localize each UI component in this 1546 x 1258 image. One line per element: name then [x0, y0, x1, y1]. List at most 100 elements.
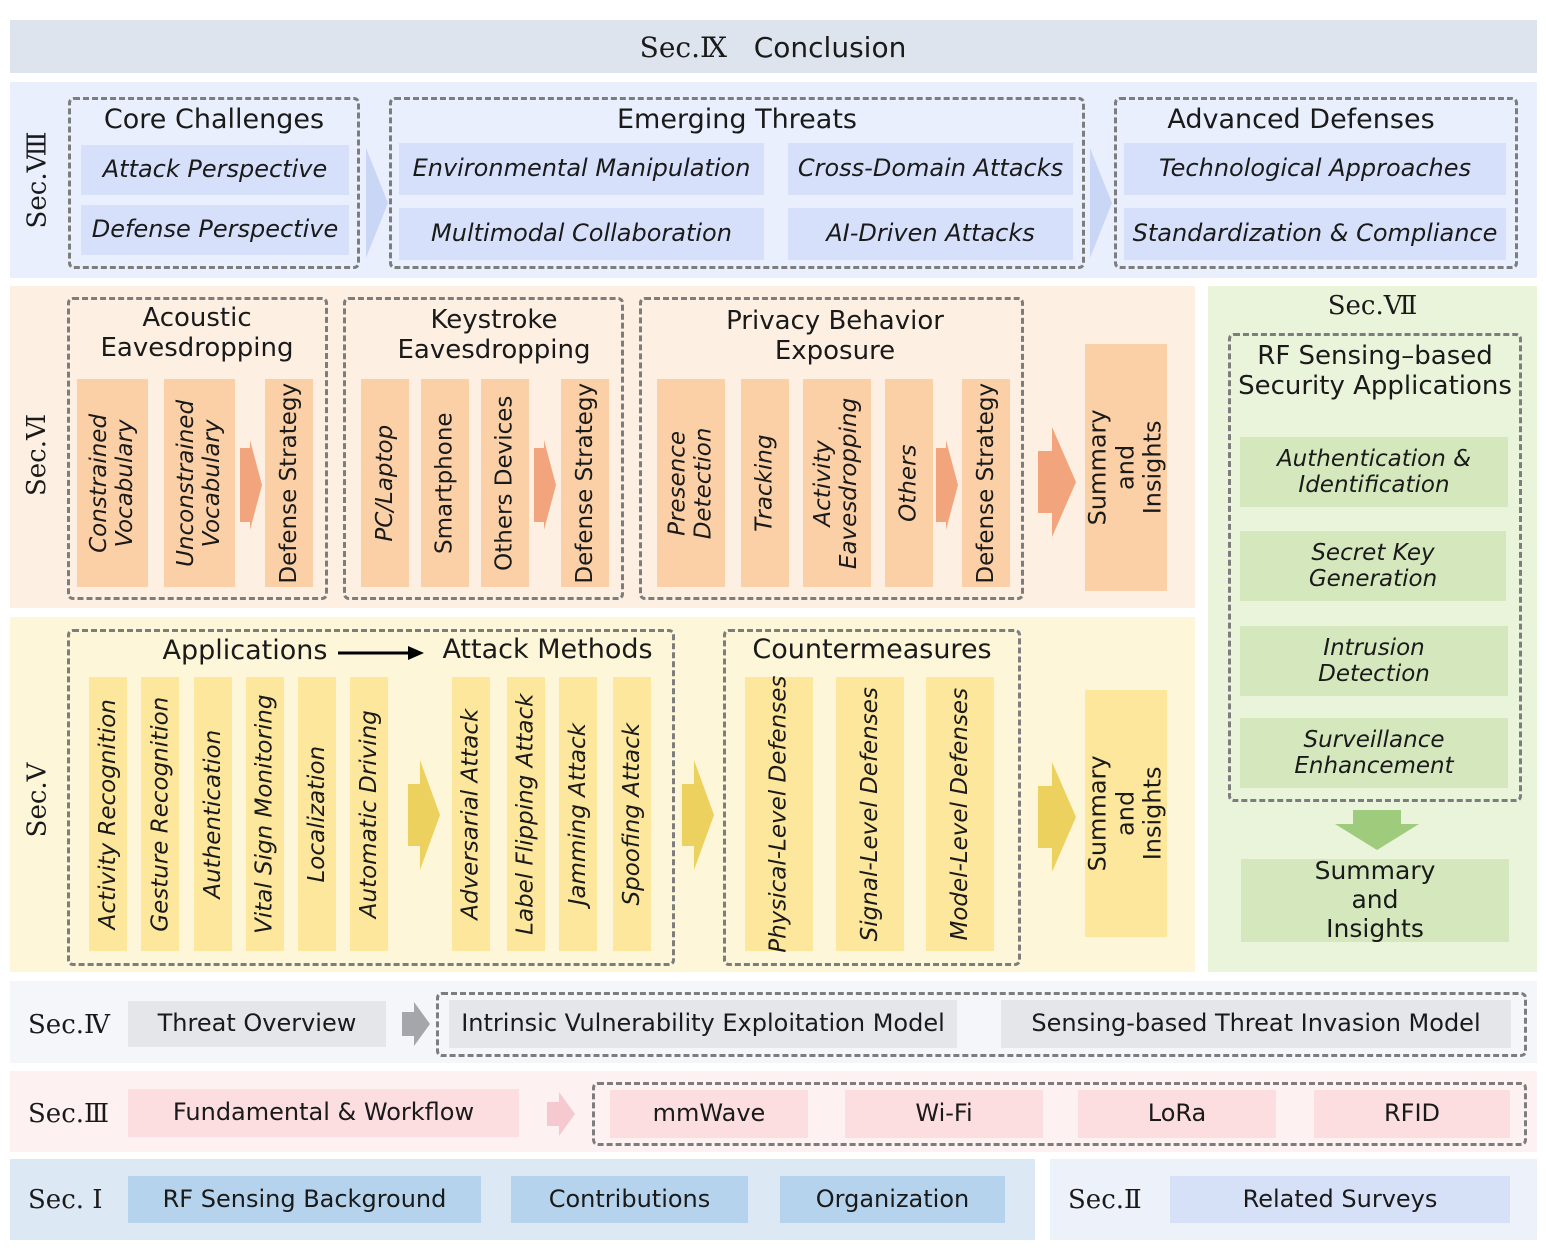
physical-level-defenses-box: Physical-Level Defenses: [745, 675, 813, 953]
automatic-driving-box: Automatic Driving: [350, 677, 388, 951]
right-arrow-icon: [338, 646, 424, 660]
sec9-label-text: Sec.Ⅸ: [639, 31, 728, 64]
sec5-summary-box: Summary and Insights: [1083, 690, 1167, 937]
authentication-text: Authentication: [199, 729, 226, 899]
sec6-label: Sec.Ⅵ: [14, 380, 62, 530]
sec6-summary-box: Summary and Insights: [1083, 344, 1167, 591]
down-arrow-icon: [1335, 810, 1419, 850]
jamming-attack-box: Jamming Attack: [559, 677, 597, 951]
related-surveys-box: Related Surveys: [1170, 1176, 1510, 1223]
acoustic-eavesdropping-group: [67, 297, 328, 600]
sec1-label: Sec. Ⅰ: [28, 1185, 103, 1215]
adversarial-attack-text: Adversarial Attack: [457, 708, 484, 920]
localization-box: Localization: [298, 677, 336, 951]
emerging-threats-group: [389, 97, 1085, 269]
sec7-label: Sec.Ⅶ: [1327, 291, 1418, 321]
model-level-defenses-box: Model-Level Defenses: [926, 677, 994, 951]
activity-eavesdropping-box: Activity Eavesdropping: [803, 379, 871, 587]
sec2-label: Sec.Ⅱ: [1068, 1185, 1142, 1215]
cross-domain-attacks-box: Cross-Domain Attacks: [788, 143, 1073, 195]
right-arrow-icon: [682, 760, 714, 870]
advanced-defenses-group: [1114, 97, 1518, 269]
gesture-recognition-box: Gesture Recognition: [141, 677, 179, 951]
authentication-identification-box: Authentication & Identification: [1240, 437, 1508, 507]
signal-level-defenses-text: Signal-Level Defenses: [856, 686, 883, 942]
label-flipping-attack-text: Label Flipping Attack: [512, 693, 539, 935]
label-flipping-attack-box: Label Flipping Attack: [507, 677, 545, 951]
sec8-label-text: Sec.Ⅷ: [22, 131, 53, 229]
sec7-summary-box: Summary and Insights: [1241, 857, 1509, 943]
sec3-label: Sec.Ⅲ: [28, 1099, 110, 1129]
pc-laptop-box: PC/Laptop: [361, 379, 409, 587]
right-arrow-icon: [366, 148, 388, 258]
others-devices-box: Others Devices: [481, 379, 529, 587]
activity-eavesdropping-text: Activity Eavesdropping: [810, 397, 864, 569]
keystroke-eavesdropping-title: Keystroke Eavesdropping: [397, 305, 591, 365]
wifi-box: Wi-Fi: [845, 1090, 1043, 1138]
keystroke-defense-strategy-text: Defense Strategy: [571, 382, 598, 584]
advanced-defenses-title: Advanced Defenses: [1167, 104, 1435, 135]
smartphone-text: Smartphone: [431, 412, 458, 554]
rfid-box: RFID: [1314, 1090, 1510, 1138]
sec5-summary-text: Summary and Insights: [1083, 755, 1167, 872]
activity-recognition-box: Activity Recognition: [89, 677, 127, 951]
spoofing-attack-box: Spoofing Attack: [613, 677, 651, 951]
vital-sign-monitoring-text: Vital Sign Monitoring: [251, 694, 278, 934]
constrained-vocabulary-box: Constrained Vocabulary: [77, 379, 148, 587]
sec5-label-text: Sec.Ⅴ: [22, 762, 53, 838]
adversarial-attack-box: Adversarial Attack: [452, 677, 490, 951]
lora-box: LoRa: [1078, 1090, 1276, 1138]
countermeasures-title: Countermeasures: [752, 634, 992, 665]
physical-level-defenses-text: Physical-Level Defenses: [765, 675, 792, 953]
right-arrow-icon: [534, 440, 556, 530]
environmental-manipulation-box: Environmental Manipulation: [399, 143, 764, 195]
attack-perspective-box: Attack Perspective: [81, 145, 349, 195]
sec6-summary-text: Summary and Insights: [1083, 409, 1167, 526]
organization-box: Organization: [780, 1176, 1005, 1223]
rf-sensing-background-box: RF Sensing Background: [128, 1176, 481, 1223]
right-arrow-icon: [1038, 427, 1076, 537]
model-level-defenses-text: Model-Level Defenses: [946, 687, 973, 941]
acoustic-defense-strategy-box: Defense Strategy: [265, 379, 313, 587]
privacy-behavior-group: [639, 297, 1024, 600]
multimodal-collaboration-box: Multimodal Collaboration: [399, 208, 764, 260]
presence-detection-text: Presence Detection: [664, 427, 718, 539]
privacy-defense-strategy-text: Defense Strategy: [972, 382, 999, 584]
tracking-text: Tracking: [751, 434, 778, 532]
countermeasures-group: [723, 629, 1021, 966]
defense-perspective-box: Defense Perspective: [81, 205, 349, 255]
threat-models-group: [436, 992, 1527, 1057]
unconstrained-vocabulary-box: Unconstrained Vocabulary: [164, 379, 235, 587]
pc-laptop-text: PC/Laptop: [371, 424, 398, 542]
right-arrow-icon: [1090, 148, 1112, 258]
sec9-panel: [10, 20, 1537, 73]
signal-level-defenses-box: Signal-Level Defenses: [836, 677, 904, 951]
acoustic-eavesdropping-title: Acoustic Eavesdropping: [100, 303, 294, 363]
right-arrow-icon: [240, 440, 262, 530]
smartphone-box: Smartphone: [421, 379, 469, 587]
sec9-title: Conclusion: [753, 31, 907, 64]
sensing-threat-invasion-model-box: Sensing-based Threat Invasion Model: [1001, 1000, 1511, 1048]
keystroke-eavesdropping-group: [343, 297, 624, 600]
tracking-box: Tracking: [741, 379, 789, 587]
surveillance-enhancement-box: Surveillance Enhancement: [1240, 718, 1508, 788]
vital-sign-monitoring-box: Vital Sign Monitoring: [246, 677, 284, 951]
right-arrow-icon: [402, 1002, 430, 1046]
rf-security-applications-title: RF Sensing–based Security Applications: [1238, 341, 1512, 401]
right-arrow-icon: [936, 440, 958, 530]
sec9-label: Sec.Ⅸ Conclusion: [0, 31, 1546, 64]
acoustic-defense-strategy-text: Defense Strategy: [275, 382, 302, 584]
fundamental-workflow-box: Fundamental & Workflow: [128, 1089, 519, 1137]
attack-methods-title: Attack Methods: [442, 634, 653, 665]
standardization-compliance-box: Standardization & Compliance: [1124, 208, 1506, 260]
ai-driven-attacks-box: AI-Driven Attacks: [788, 208, 1073, 260]
mmwave-box: mmWave: [610, 1090, 808, 1138]
rf-security-applications-group: [1228, 333, 1522, 802]
others-text: Others: [895, 444, 922, 522]
applications-attacks-group: [67, 629, 675, 966]
gesture-recognition-text: Gesture Recognition: [146, 696, 173, 932]
localization-text: Localization: [303, 745, 330, 883]
sec8-label: Sec.Ⅷ: [14, 100, 62, 260]
contributions-box: Contributions: [511, 1176, 748, 1223]
secret-key-generation-box: Secret Key Generation: [1240, 531, 1506, 601]
